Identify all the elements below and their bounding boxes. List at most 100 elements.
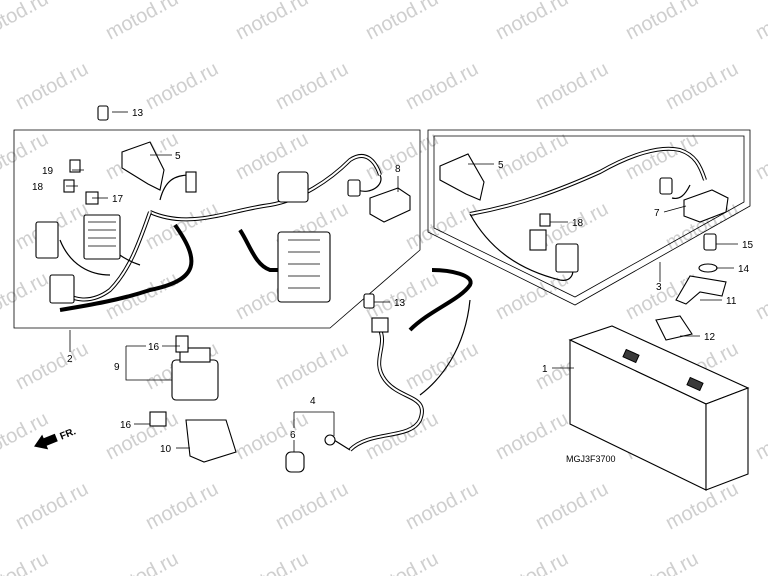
fuse-18-right — [539, 213, 551, 227]
frame-right-assembly — [427, 129, 751, 306]
callout-3: 3 — [656, 282, 662, 293]
ring-terminal — [324, 434, 336, 446]
watermark-text: motod.ru — [492, 0, 572, 44]
connector-16-upper — [175, 335, 189, 353]
watermark-text: motod.ru — [752, 408, 768, 464]
wire-harness-right — [469, 146, 707, 281]
battery-band-11 — [675, 275, 727, 305]
fuse-cover-5-right — [439, 153, 485, 201]
callout-4: 4 — [310, 396, 316, 407]
watermark-text: motod.ru — [492, 128, 572, 184]
watermark-text: motod.ru — [142, 478, 222, 534]
washer-14 — [698, 263, 718, 273]
watermark-text: motod.ru — [232, 548, 312, 576]
watermark-text: motod.ru — [752, 548, 768, 576]
watermark-text: motod.ru — [492, 548, 572, 576]
connector-right-b — [555, 243, 579, 273]
callout-6: 6 — [290, 430, 296, 441]
connector-block-left-c — [83, 214, 121, 260]
callout-9: 9 — [114, 362, 120, 373]
leader-lines — [66, 111, 738, 452]
watermark-text: motod.ru — [752, 128, 768, 184]
relay-cover-10 — [185, 419, 237, 463]
callout-11: 11 — [726, 296, 737, 307]
watermark-text: motod.ru — [0, 408, 52, 464]
terminal-cover-8 — [369, 187, 411, 223]
watermark-text: motod.ru — [402, 58, 482, 114]
fuse-box — [277, 231, 331, 303]
frame-right-assembly-inner — [433, 135, 745, 298]
watermark-text: motod.ru — [142, 198, 222, 254]
callout-18-left: 18 — [32, 182, 44, 193]
fuse-19 — [69, 159, 81, 173]
bolt-15 — [703, 233, 717, 251]
watermark-text: motod.ru — [752, 0, 768, 44]
connector-right-a — [529, 229, 547, 251]
watermark-text: motod.ru — [272, 338, 352, 394]
connector-block-left-a — [35, 221, 59, 259]
watermark-text: motod.ru — [532, 58, 612, 114]
watermark-text: motod.ru — [492, 408, 572, 464]
callout-16-lower: 16 — [120, 420, 132, 431]
watermark-text: motod.ru — [622, 0, 702, 44]
watermark-text: motod.ru — [142, 58, 222, 114]
callout-1: 1 — [542, 364, 548, 375]
cable-lug — [371, 317, 389, 333]
diagram-code: MGJ3F3700 — [566, 454, 616, 464]
starter-relay-9 — [171, 359, 219, 401]
watermark-text: motod.ru — [12, 58, 92, 114]
watermark-text: motod.ru — [532, 478, 612, 534]
callout-5-left: 5 — [175, 151, 181, 162]
callout-7: 7 — [654, 208, 660, 219]
watermark-text: motod.ru — [0, 0, 52, 44]
callout-17: 17 — [112, 194, 124, 205]
battery-cushion-12 — [655, 315, 693, 341]
watermark-text: motod.ru — [272, 58, 352, 114]
connector-pins — [88, 221, 116, 247]
watermark-text: motod.ru — [272, 478, 352, 534]
callout-16-upper: 16 — [148, 342, 160, 353]
watermark-text: motod.ru — [662, 58, 742, 114]
watermark-text: motod.ru — [0, 548, 52, 576]
callout-18-right: 18 — [572, 218, 584, 229]
watermark-text: motod.ru — [102, 548, 182, 576]
watermark-text: motod.ru — [362, 0, 442, 44]
terminal-cover-7 — [683, 189, 729, 223]
watermark-text: motod.ru — [102, 408, 182, 464]
watermark-text: motod.ru — [102, 0, 182, 44]
watermark-text: motod.ru — [102, 268, 182, 324]
callout-10: 10 — [160, 444, 172, 455]
watermark-text: motod.ru — [622, 548, 702, 576]
frame-left-assembly — [13, 129, 421, 329]
callout-5-right: 5 — [498, 160, 504, 171]
callout-19: 19 — [42, 166, 54, 177]
watermark-text: motod.ru — [402, 338, 482, 394]
terminal-end-right — [659, 177, 673, 195]
terminal-end-left — [347, 179, 361, 197]
watermark-text: motod.ru — [0, 268, 52, 324]
watermark-text: motod.ru — [12, 478, 92, 534]
watermark-text: motod.ru — [232, 0, 312, 44]
watermark-text: motod.ru — [402, 478, 482, 534]
callout-2: 2 — [67, 354, 73, 365]
bolt-13-mid — [363, 293, 375, 309]
fuse-cover-5-left — [121, 141, 165, 191]
callout-15: 15 — [742, 240, 754, 251]
watermark-text: motod.ru — [12, 338, 92, 394]
watermark-text: motod.ru — [362, 548, 442, 576]
watermark-text: motod.ru — [362, 128, 442, 184]
connector-16-lower — [149, 411, 167, 427]
callout-12: 12 — [704, 332, 716, 343]
negative-cable — [333, 268, 473, 452]
terminal-6 — [285, 451, 305, 473]
connector-top-left — [277, 171, 309, 203]
direction-label: FR. — [59, 426, 78, 442]
bolt-13-top — [97, 105, 109, 121]
callout-13-top: 13 — [132, 108, 144, 119]
fuse-box-slots — [288, 239, 320, 289]
callout-13-mid: 13 — [394, 298, 406, 309]
callout-8: 8 — [395, 164, 401, 175]
